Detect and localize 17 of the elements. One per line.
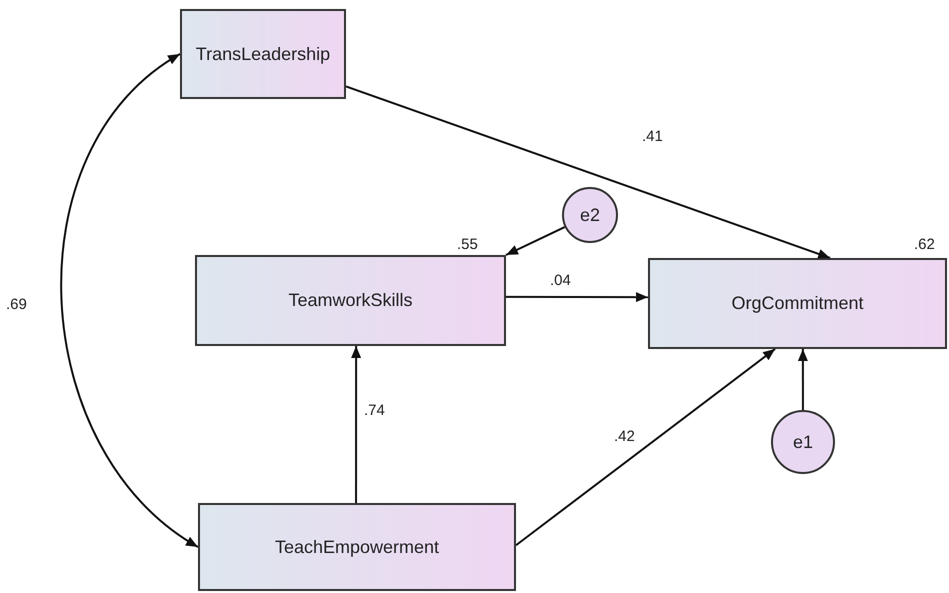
variable-box: [195, 255, 506, 346]
arrow: [351, 346, 362, 503]
arrow: [798, 349, 808, 410]
node-label: e1: [792, 432, 814, 452]
variable-box: [180, 9, 346, 99]
variable-box: [198, 503, 516, 591]
arrow: [506, 292, 648, 302]
double-headed-arrow: [60, 53, 199, 548]
arrow: [506, 226, 566, 256]
arrow: [515, 348, 776, 546]
variable-box: [648, 258, 947, 349]
node-label: TransLeadership: [196, 44, 330, 64]
node-label: OrgCommitment: [731, 293, 864, 314]
node-label: TeachEmpowerment: [274, 536, 440, 558]
node-label: TeamworkSkills: [288, 290, 413, 311]
node-label: e2: [580, 204, 600, 226]
arrow: [346, 85, 830, 259]
